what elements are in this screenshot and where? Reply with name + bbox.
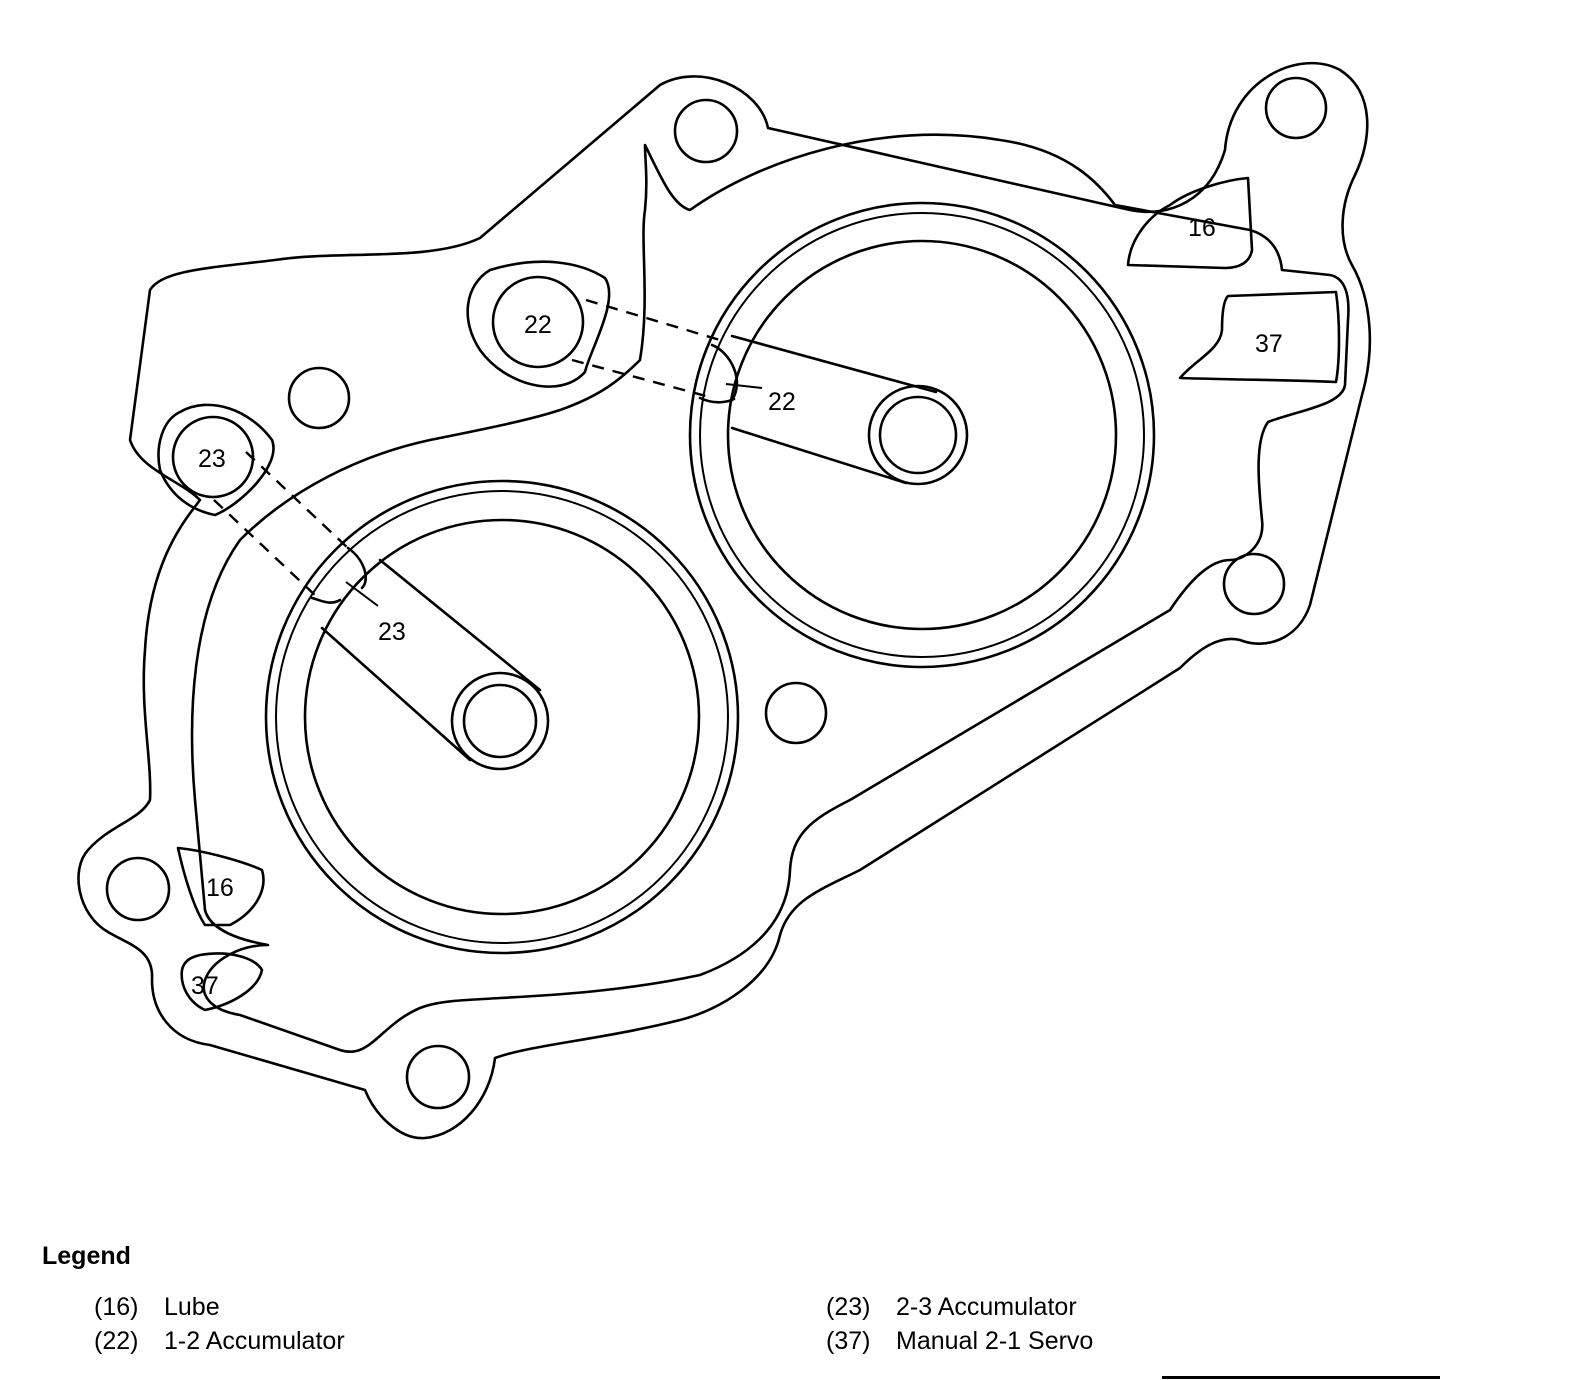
piston-pin-2-3 (450, 671, 550, 771)
legend-item: (23) 2-3 Accumulator (826, 1290, 1093, 1324)
legend-item-label: 1-2 Accumulator (164, 1327, 345, 1355)
legend-item-code: (23) (826, 1293, 871, 1321)
legend-column-right: (23) 2-3 Accumulator (37) Manual 2-1 Servo (826, 1290, 1093, 1358)
bolt-hole-top-right (1264, 76, 1328, 140)
leader-22 (725, 383, 763, 389)
bolt-hole-upper-left (287, 366, 351, 430)
bolt-holes (105, 76, 1328, 1110)
legend-title: Legend (42, 1242, 131, 1270)
legend-item-label: 2-3 Accumulator (896, 1293, 1077, 1321)
bolt-hole-bottom (405, 1044, 471, 1110)
legend-item: (37) Manual 2-1 Servo (826, 1324, 1093, 1358)
legend-column-left: (16) Lube (22) 1-2 Accumulator (94, 1290, 345, 1358)
piston-pin-1-2 (867, 384, 969, 486)
legend-item-code: (22) (94, 1327, 139, 1355)
gasket-diagram: 16 37 22 22 23 23 16 37 (77, 61, 1372, 1140)
bolt-hole-top-left (673, 98, 739, 164)
servo-channel-right (1178, 290, 1341, 384)
callout-37-lower-left: 37 (191, 972, 219, 1000)
legend-item-code: (37) (826, 1327, 871, 1355)
corner-rule (1162, 1376, 1440, 1379)
callout-23-bore: 23 (378, 618, 406, 646)
bolt-hole-right (1222, 552, 1286, 616)
servo-channel-left (180, 952, 264, 1012)
callout-16-upper-right: 16 (1188, 214, 1216, 242)
accumulator-bore-2-3 (264, 479, 740, 955)
legend-item-code: (16) (94, 1293, 139, 1321)
leader-23 (345, 581, 379, 607)
bolt-hole-left (105, 856, 171, 922)
legend-item: (22) 1-2 Accumulator (94, 1324, 345, 1358)
gasket-inner-bead (190, 133, 1350, 1053)
lube-channel-right (1126, 176, 1254, 270)
callout-22-port: 22 (524, 311, 552, 339)
legend-item: (16) Lube (94, 1290, 345, 1324)
legend-item-label: Lube (164, 1293, 220, 1321)
callout-23-port: 23 (198, 445, 226, 473)
port-23-passage (157, 403, 351, 597)
callout-37-right: 37 (1255, 330, 1283, 358)
port-22-passage (466, 260, 721, 398)
callout-22-bore: 22 (768, 388, 796, 416)
callout-16-lower-left: 16 (206, 874, 234, 902)
legend-item-label: Manual 2-1 Servo (896, 1327, 1094, 1355)
accumulator-bore-1-2 (688, 201, 1156, 669)
lube-channel-left (176, 846, 265, 927)
gasket-outer-outline (77, 61, 1372, 1140)
bolt-hole-center (764, 681, 828, 745)
